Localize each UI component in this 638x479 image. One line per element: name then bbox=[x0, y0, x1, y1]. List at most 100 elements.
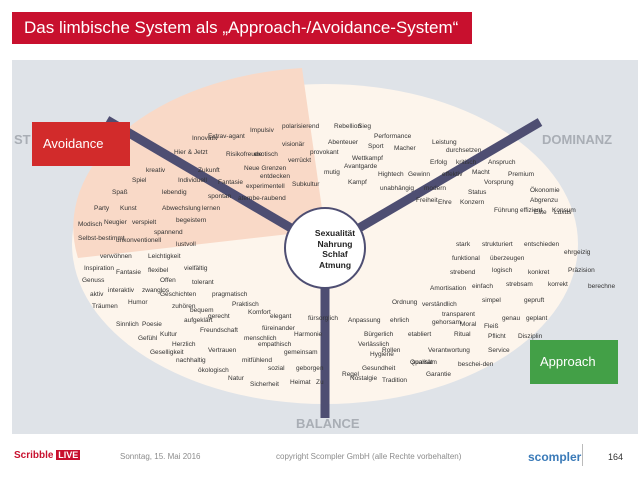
motive-word-praktisch: Praktisch bbox=[232, 301, 259, 308]
motive-word-rebellion: Rebellion bbox=[334, 123, 362, 130]
motive-word-genuss: Genuss bbox=[82, 277, 105, 284]
motive-word-gerecht: gerecht bbox=[208, 313, 230, 320]
motive-word-okonomie: Ökonomie bbox=[530, 187, 560, 194]
dominanz-label: DOMINANZ bbox=[542, 132, 613, 147]
motive-word-luxus: Luxus bbox=[554, 209, 572, 216]
scribble-live-logo: Scribble LIVE bbox=[14, 450, 81, 461]
motive-word-gemeinsam: gemeinsam bbox=[284, 349, 318, 356]
motive-word-konzern: Konzern bbox=[460, 199, 485, 206]
motive-word-vertrauen: Vertrauen bbox=[208, 347, 237, 354]
motive-word-fursorglich: fürsorglich bbox=[308, 315, 338, 322]
page-number: 164 bbox=[608, 452, 624, 462]
motive-word-sinnlich: Sinnlich bbox=[116, 321, 139, 328]
motive-word-heimat: Heimat bbox=[290, 379, 311, 386]
motive-word-kritisch: kritisch bbox=[456, 159, 477, 166]
motive-word-atembe-raubend: atembe-raubend bbox=[238, 195, 286, 202]
motive-word-transparent: transparent bbox=[442, 311, 475, 318]
motive-word-humor: Humor bbox=[128, 299, 148, 306]
motive-word-sieg: Sieg bbox=[358, 123, 372, 130]
motive-word-experimentell: experimentell bbox=[246, 183, 285, 190]
motive-word-fantasie: Fantasie bbox=[218, 179, 243, 186]
center-label-sexualitaet: Sexualität bbox=[314, 228, 356, 238]
motive-word-uberzeugen: überzeugen bbox=[490, 255, 525, 262]
motive-word-verruckt: verrückt bbox=[288, 157, 312, 164]
motive-word-tradition: Tradition bbox=[382, 377, 408, 384]
motive-word-geschichten: Geschichten bbox=[160, 291, 197, 298]
motive-word-empathisch: empathisch bbox=[258, 341, 292, 348]
live-logo-badge: LIVE bbox=[56, 450, 81, 460]
motive-word-party: Party bbox=[94, 205, 110, 212]
motive-word-avantgarde: Avantgarde bbox=[344, 163, 378, 170]
motive-word-verantwortung: Verantwortung bbox=[428, 347, 470, 354]
motive-word-kunst: Kunst bbox=[120, 205, 137, 212]
motive-word-verwohnen: verwöhnen bbox=[100, 253, 132, 260]
motive-word-polarisierend: polarisierend bbox=[282, 123, 320, 130]
motive-word-spa: Spaß bbox=[112, 189, 128, 196]
motive-word-komfort: Komfort bbox=[248, 309, 271, 316]
motive-word-amortisation: Amortisation bbox=[430, 285, 467, 292]
center-label-schlaf: Schlaf bbox=[322, 249, 348, 260]
motive-word-moral: Moral bbox=[460, 321, 477, 328]
motive-word-garantie: Garantie bbox=[426, 371, 451, 378]
motive-word-service: Service bbox=[488, 347, 510, 354]
footer-date: Sonntag, 15. Mai 2016 bbox=[120, 452, 201, 461]
motive-word-konkret: konkret bbox=[528, 269, 550, 276]
motive-word-zu: Zu bbox=[316, 379, 324, 386]
motive-word-mitfuhlend: mitfühlend bbox=[242, 357, 272, 364]
motive-word-vielfaltig: vielfältig bbox=[184, 265, 208, 272]
motive-word-lustvoll: lustvoll bbox=[176, 241, 196, 248]
motive-word-erfolg: Erfolg bbox=[430, 159, 447, 166]
center-label-nahrung: Nahrung bbox=[317, 238, 353, 249]
motive-word-pragmatisch: pragmatisch bbox=[212, 291, 248, 298]
motive-word-flei: Fleiß bbox=[484, 323, 499, 330]
motive-word-macher: Macher bbox=[394, 145, 416, 152]
motive-word-unkonventionell: unkonventionell bbox=[116, 237, 162, 244]
motive-word-lebendig: lebendig bbox=[162, 189, 187, 196]
motive-word-berechne: berechne bbox=[588, 283, 616, 290]
motive-word-anspruch: Anspruch bbox=[488, 159, 516, 166]
motive-word-innovativ: Innovativ bbox=[192, 135, 219, 142]
motive-word-fantasie: Fantasie bbox=[116, 269, 141, 276]
motive-word-natur: Natur bbox=[228, 375, 244, 382]
motive-word-abwechslung: Abwechslung bbox=[162, 205, 201, 212]
motive-word-hygiene: Hygiene bbox=[370, 351, 394, 358]
motive-word-exotisch: exotisch bbox=[254, 151, 278, 158]
motive-word-sozial: sozial bbox=[268, 365, 285, 372]
motive-word-visionar: visionär bbox=[282, 141, 305, 148]
motive-word-regel: Regel bbox=[342, 371, 359, 378]
motive-word-verstandlich: verständlich bbox=[422, 301, 457, 308]
avoidance-label: Avoidance bbox=[43, 136, 104, 151]
motive-word-stark: stark bbox=[456, 241, 471, 248]
motive-word-entschieden: entschieden bbox=[524, 241, 560, 248]
motive-word-strebsam: strebsam bbox=[506, 281, 533, 288]
motive-word-spontan: spontan bbox=[208, 193, 232, 200]
motive-word-einfach: einfach bbox=[472, 283, 493, 290]
motive-word-sport: Sport bbox=[368, 143, 384, 150]
motive-word-begeistern: begeistern bbox=[176, 217, 207, 224]
motive-word-zwanglos: zwanglos bbox=[142, 287, 170, 294]
motive-word-sicherheit: Sicherheit bbox=[250, 381, 279, 388]
motive-word-pflicht: Pflicht bbox=[488, 333, 506, 340]
motive-word-qualitat: Qualität bbox=[410, 359, 433, 366]
footer: Scribble LIVE Sonntag, 15. Mai 2016 copy… bbox=[0, 436, 638, 479]
motive-word-ehrlich: ehrlich bbox=[390, 317, 410, 324]
motive-word-burgerlich: Bürgerlich bbox=[364, 331, 394, 338]
motive-word-selbst-bestimmt: Selbst-bestimmt bbox=[78, 235, 125, 242]
motive-word-kampf: Kampf bbox=[348, 179, 367, 186]
motive-word-hier-jetzt: Hier & Jetzt bbox=[174, 149, 208, 156]
motive-word-geplant: geplant bbox=[526, 315, 548, 322]
motive-word-vorsprung: Vorsprung bbox=[484, 179, 514, 186]
motive-word-strukturiert: strukturiert bbox=[482, 241, 513, 248]
motive-word-tolerant: tolerant bbox=[192, 279, 214, 286]
motive-word-menschlich: menschlich bbox=[244, 335, 277, 342]
motive-word-leistung: Leistung bbox=[432, 139, 457, 146]
motive-word-subkultur: Subkultur bbox=[292, 181, 320, 188]
diagram-graphic bbox=[72, 68, 578, 418]
motive-word-premium: Premium bbox=[508, 171, 535, 178]
motive-word-herzlich: Herzlich bbox=[172, 341, 196, 348]
motive-word-aufgeklart: aufgeklärt bbox=[184, 317, 213, 324]
motive-word-mutig: mutig bbox=[324, 169, 340, 176]
motive-word-strebend: strebend bbox=[450, 269, 476, 276]
motive-word-prazision: Präzision bbox=[568, 267, 595, 274]
motive-word-effektiv: effektiv bbox=[442, 171, 463, 178]
